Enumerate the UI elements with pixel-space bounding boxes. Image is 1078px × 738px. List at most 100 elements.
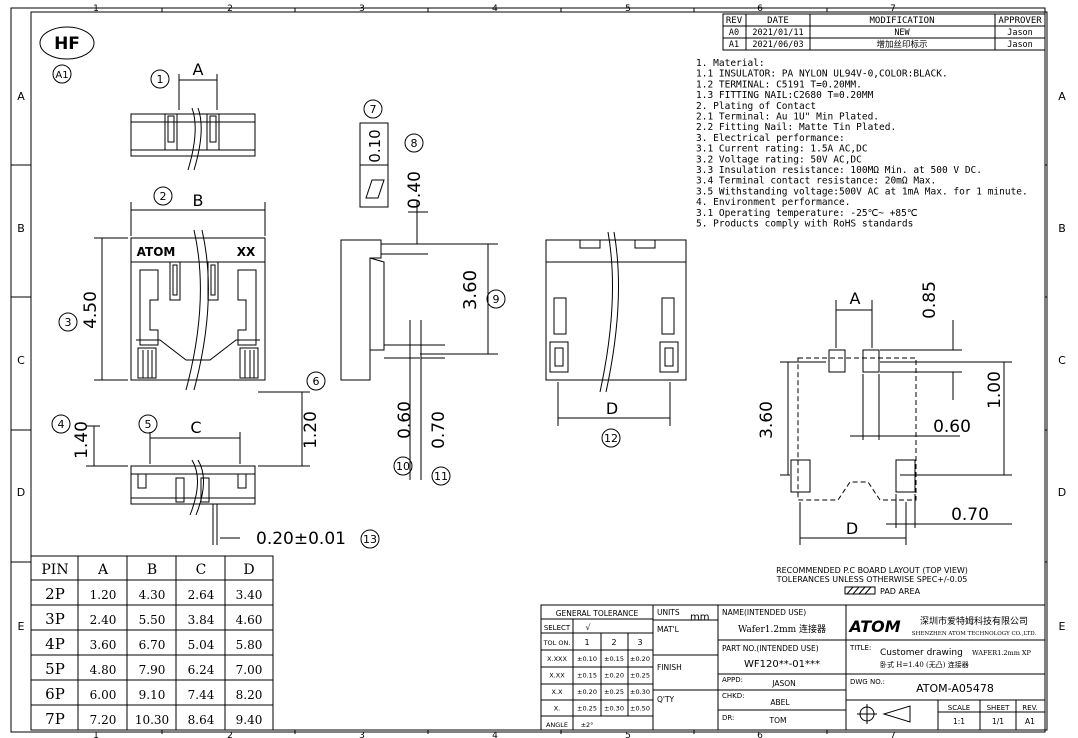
pin-cell: 9.10 xyxy=(139,688,166,702)
tol-col-1: 1 xyxy=(584,638,589,647)
pin-cell: 9.40 xyxy=(236,713,263,727)
notes: 1. Material:1.1 INSULATOR: PA NYLON UL94… xyxy=(696,58,1028,230)
select-check: √ xyxy=(585,623,591,632)
pin-cell: 3.40 xyxy=(236,588,263,602)
balloon-5: 5 xyxy=(145,418,152,431)
pin-table-grid xyxy=(30,555,274,731)
note-line: 3. Electrical performance: xyxy=(696,133,845,144)
dim-040: 0.40 xyxy=(405,171,425,209)
frame-row-right-A: A xyxy=(1058,90,1066,103)
tol-cell: X.X xyxy=(552,688,564,696)
balloon-7: 7 xyxy=(370,103,377,116)
dwg-value: ATOM-A05478 xyxy=(916,682,994,695)
dim-070-side: 0.70 xyxy=(429,411,449,449)
pin-cell: 7.00 xyxy=(236,663,263,677)
rev-label: REV. xyxy=(1022,704,1037,712)
frame-col-bottom-6: 6 xyxy=(757,731,763,738)
pin-cell: 5.80 xyxy=(236,638,263,652)
rev-cell: Jason xyxy=(1007,28,1033,38)
note-line: 1.3 FITTING NAIL:C2680 T=0.20MM xyxy=(696,90,874,101)
pin-cell: 6.00 xyxy=(90,688,117,702)
dim-c: C xyxy=(190,418,201,437)
tol-cell: X.XX xyxy=(549,672,565,680)
hf-logo-text: HF xyxy=(54,34,80,54)
note-line: 3.1 Current rating: 1.5A AC,DC xyxy=(696,144,868,155)
balloon-2: 2 xyxy=(160,190,167,203)
rev-cell: A1 xyxy=(729,40,739,50)
sheet-label: SHEET xyxy=(987,704,1011,712)
pin-cell: 3P xyxy=(45,610,65,628)
balloon-13: 13 xyxy=(363,533,377,546)
revision-table xyxy=(722,13,1046,51)
dim-060-side: 0.60 xyxy=(395,401,415,439)
tol-cell: ±0.50 xyxy=(630,705,650,713)
pin-cell: 8.20 xyxy=(236,688,263,702)
part-label: PART NO.(INTENDED USE) xyxy=(722,644,819,653)
part-value: WF120**-01*** xyxy=(744,659,820,670)
dim-height-120: 1.20 xyxy=(301,411,321,449)
dim-pcb-085: 0.85 xyxy=(920,281,940,319)
dim-height-450: 4.50 xyxy=(81,291,101,329)
chkd-value: ABEL xyxy=(770,698,790,707)
pin-cell: 8.64 xyxy=(188,713,215,727)
appd-label: APPD: xyxy=(722,676,743,684)
units-label: UNITS xyxy=(657,608,680,617)
front-view xyxy=(94,202,266,391)
tol-cell: ±0.20 xyxy=(630,655,650,663)
frame-row-left-E: E xyxy=(18,620,25,633)
company-logo: ATOM xyxy=(847,617,900,636)
frame-row-left-B: B xyxy=(17,222,25,235)
finish-label: FINISH xyxy=(657,663,682,672)
dim-a-top: A xyxy=(193,60,204,79)
tol-cell: ±0.25 xyxy=(630,672,650,680)
pin-cell: 2.64 xyxy=(188,588,215,602)
title-block: GENERAL TOLERANCE SELECT √ TOL ON. 1 2 3… xyxy=(543,608,1038,729)
frame-col-top-7: 7 xyxy=(890,4,896,14)
tol-cell: ±0.30 xyxy=(604,705,624,713)
rev-cell: Jason xyxy=(1007,40,1033,50)
note-line: 3.1 Operating temperature: -25℃~ +85℃ xyxy=(696,208,918,219)
rear-view xyxy=(545,231,687,426)
rev-value: A1 xyxy=(1025,717,1035,726)
gen-tol-label: GENERAL TOLERANCE xyxy=(556,609,639,618)
pin-cell: 4P xyxy=(45,635,65,653)
dim-360-side: 3.60 xyxy=(460,270,481,310)
frame-ticks xyxy=(11,8,1047,734)
title-block-grid xyxy=(540,604,1046,731)
pin-cell: 3.84 xyxy=(188,613,215,627)
pin-cell: 1.20 xyxy=(90,588,117,602)
frame-row-right-C: C xyxy=(1058,354,1066,367)
note-line: 1. Material: xyxy=(696,58,765,69)
a1-mark-circle xyxy=(52,64,72,84)
pin-cell: 7.20 xyxy=(90,713,117,727)
scale-value: 1:1 xyxy=(953,717,965,726)
pin-cell: 5.50 xyxy=(139,613,166,627)
pin-header-4: D xyxy=(243,562,254,578)
balloon-8: 8 xyxy=(411,137,418,150)
pcb-pad-area: PAD AREA xyxy=(880,587,921,596)
pin-cell: 7.44 xyxy=(188,688,215,702)
balloon-9: 9 xyxy=(493,293,500,306)
balloon-12: 12 xyxy=(604,432,618,445)
tol-cell: ±0.20 xyxy=(577,688,597,696)
appd-value: JASON xyxy=(771,679,796,688)
dim-a-pcb: A xyxy=(850,289,861,308)
frame-col-bottom-3: 3 xyxy=(359,731,365,738)
pin-cell: 5.04 xyxy=(188,638,215,652)
rev-header-3: APPROVER xyxy=(998,16,1042,26)
company-en: SHENZHEN ATOM TECHNOLOGY CO.,LTD. xyxy=(912,631,1037,637)
tol-cell: ±0.15 xyxy=(577,672,597,680)
tol-cell: ±0.20 xyxy=(604,672,624,680)
balloon-10: 10 xyxy=(396,460,410,473)
scale-label: SCALE xyxy=(948,704,970,712)
pcb-layout xyxy=(780,300,1012,595)
dim-pcb-060: 0.60 xyxy=(933,417,971,437)
title-value-3: 卧式 H=1.40 (无凸) 连接器 xyxy=(880,660,969,669)
rev-cell: NEW xyxy=(894,28,910,38)
balloon-6: 6 xyxy=(313,375,320,388)
frame-col-top-2: 2 xyxy=(227,4,233,14)
pin-cell: 4.80 xyxy=(90,663,117,677)
